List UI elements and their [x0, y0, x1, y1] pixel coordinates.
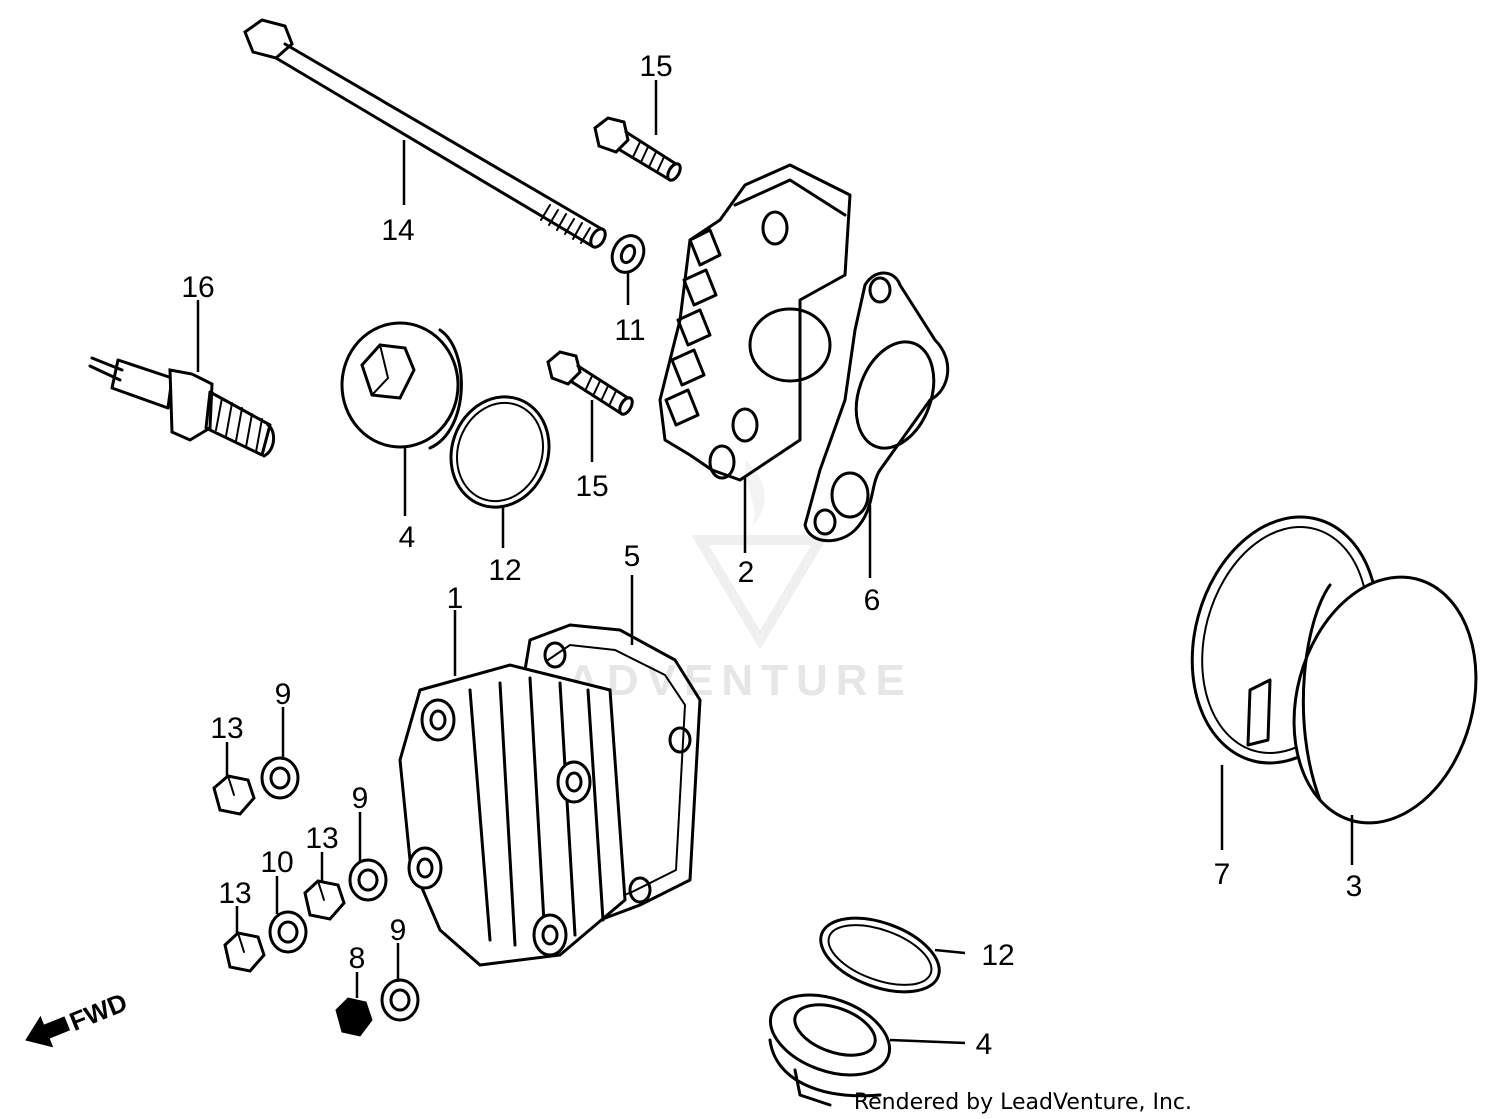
- part-9-washer-b: [348, 858, 388, 902]
- callout-14: 14: [381, 214, 414, 247]
- part-15-bolt-upper: [593, 116, 682, 182]
- leader-lines: [196, 80, 1354, 1045]
- callout-16: 16: [181, 271, 214, 304]
- callout-5: 5: [624, 540, 641, 573]
- callout-11: 11: [614, 314, 645, 347]
- part-4-cap-upper: [340, 321, 463, 450]
- callout-9-a: 9: [275, 678, 292, 711]
- part-13-nut-a: [212, 774, 256, 816]
- callout-12-upper: 12: [488, 554, 521, 587]
- callout-2: 2: [738, 556, 755, 589]
- render-credit: Rendered by LeadVenture, Inc.: [853, 1090, 1192, 1115]
- part-9-washer-c: [380, 978, 420, 1022]
- watermark-text: ADVENTURE: [567, 656, 913, 705]
- part-13-nut-b: [303, 879, 346, 921]
- part-12-o-ring-upper: [449, 395, 551, 509]
- callout-4-upper: 4: [399, 521, 416, 554]
- callout-9-c: 9: [390, 914, 407, 947]
- callout-10: 10: [260, 846, 293, 879]
- callout-8: 8: [349, 942, 366, 975]
- fwd-arrow: FWD: [25, 987, 131, 1048]
- callout-3: 3: [1346, 870, 1363, 903]
- callout-13-c: 13: [218, 877, 251, 910]
- fwd-label: FWD: [65, 987, 131, 1037]
- callout-4-lower: 4: [976, 1028, 993, 1061]
- part-13-nut-c: [223, 931, 266, 973]
- watermark-logo: [691, 460, 829, 650]
- callout-1: 1: [447, 582, 464, 615]
- part-15-bolt-lower: [546, 350, 634, 416]
- callout-labels: 15 14 16 11 15 4 12 2 6 5 1 9 13 9 13 10…: [181, 50, 1362, 1061]
- callout-15-lower: 15: [575, 470, 608, 503]
- callout-13-b: 13: [305, 822, 338, 855]
- part-4-plug-lower: [768, 993, 892, 1107]
- part-2-finned-housing: [658, 163, 852, 482]
- callout-7: 7: [1214, 858, 1231, 891]
- part-10-washer: [268, 910, 308, 954]
- part-11-washer: [610, 234, 646, 274]
- callout-13-a: 13: [210, 712, 243, 745]
- part-6-gasket: [803, 271, 950, 543]
- callout-6: 6: [864, 584, 881, 617]
- callout-15-upper: 15: [639, 50, 672, 83]
- callout-9-b: 9: [352, 782, 369, 815]
- callout-12-lower: 12: [981, 939, 1014, 972]
- part-1-head-cover: [398, 663, 627, 967]
- part-16-spark-plug: [88, 356, 275, 458]
- part-8-nut: [335, 997, 373, 1037]
- part-3-cap: [1246, 575, 1478, 825]
- part-14-stud-bolt: [243, 18, 607, 249]
- part-12-o-ring-lower: [819, 916, 941, 994]
- part-9-washer-a: [260, 756, 300, 800]
